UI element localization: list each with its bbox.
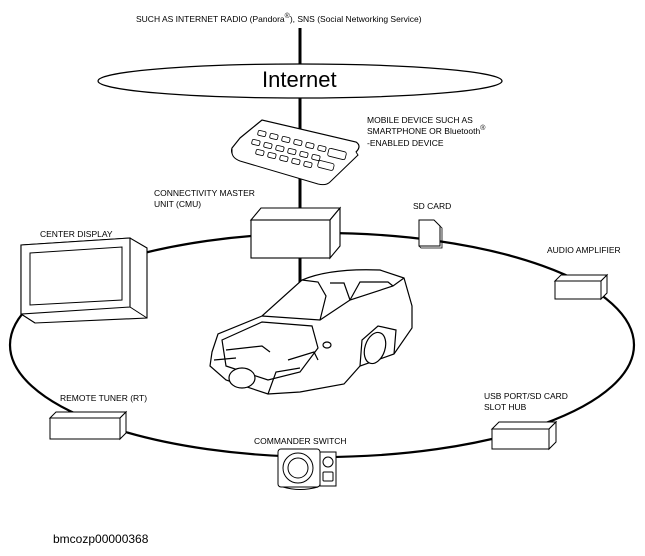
figure-id: bmcozp00000368 bbox=[53, 532, 149, 546]
cmu-label-line2: UNIT (CMU) bbox=[154, 199, 202, 209]
audio-amplifier-box bbox=[553, 273, 609, 301]
usb-hub-label-line1: USB PORT/SD CARD bbox=[484, 391, 568, 401]
commander-switch-icon bbox=[277, 448, 337, 490]
remote-tuner-box bbox=[48, 410, 128, 441]
commander-switch-label: COMMANDER SWITCH bbox=[254, 436, 347, 446]
usb-hub-label: USB PORT/SD CARD SLOT HUB bbox=[484, 391, 568, 413]
mobile-device-label: MOBILE DEVICE SUCH AS SMARTPHONE OR Blue… bbox=[367, 115, 485, 149]
top-caption-prefix: SUCH AS INTERNET RADIO (Pandora bbox=[136, 14, 285, 24]
sd-card-label: SD CARD bbox=[413, 201, 452, 211]
top-caption: SUCH AS INTERNET RADIO (Pandora®), SNS (… bbox=[136, 13, 422, 26]
cmu-label-line1: CONNECTIVITY MASTER bbox=[154, 188, 255, 198]
top-caption-suffix: ), SNS (Social Networking Service) bbox=[289, 14, 422, 24]
center-display-label: CENTER DISPLAY bbox=[40, 229, 113, 239]
internet-label: Internet bbox=[262, 67, 337, 92]
sd-card-icon bbox=[418, 219, 443, 249]
cmu-label: CONNECTIVITY MASTER UNIT (CMU) bbox=[154, 188, 255, 210]
usb-hub-label-line2: SLOT HUB bbox=[484, 402, 527, 412]
mobile-device-label-line2: SMARTPHONE OR Bluetooth bbox=[367, 126, 481, 136]
remote-tuner-label: REMOTE TUNER (RT) bbox=[60, 393, 148, 403]
mobile-device-label-line1: MOBILE DEVICE SUCH AS bbox=[367, 115, 473, 125]
audio-amplifier-label: AUDIO AMPLIFIER bbox=[547, 245, 621, 255]
cmu-box bbox=[249, 206, 342, 260]
mobile-device-label-line3: -ENABLED DEVICE bbox=[367, 138, 444, 148]
mobile-device-icon bbox=[231, 119, 360, 186]
internet-ellipse bbox=[97, 63, 503, 99]
usb-hub-box bbox=[490, 420, 558, 451]
pandora-registered-mark: ® bbox=[284, 13, 290, 20]
bluetooth-registered-mark: ® bbox=[480, 125, 486, 132]
center-display-icon bbox=[20, 237, 148, 324]
car-illustration bbox=[209, 269, 413, 395]
